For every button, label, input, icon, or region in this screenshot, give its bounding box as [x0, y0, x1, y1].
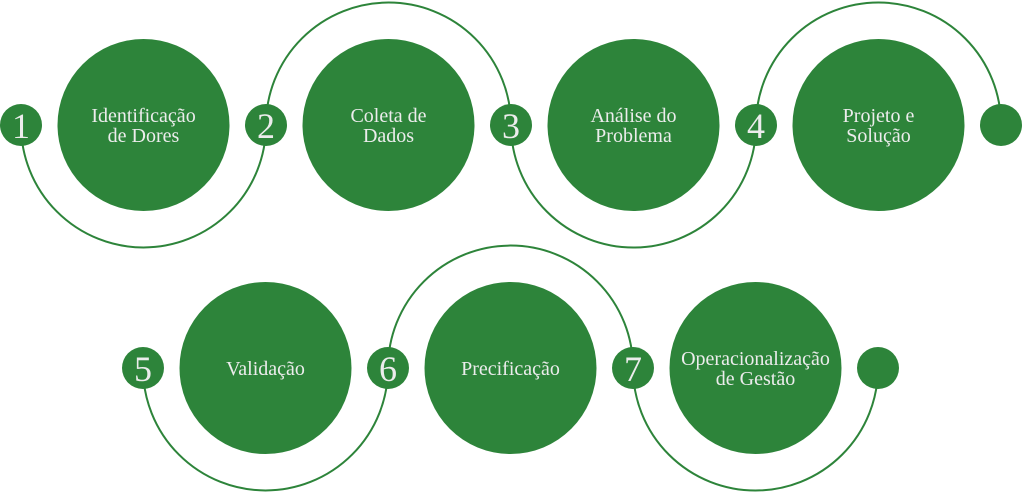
step-circle — [57, 39, 230, 211]
step-label: Identificação — [91, 105, 195, 127]
step-number: 6 — [379, 349, 397, 389]
connector-arc — [755, 1, 1002, 126]
step-number: 4 — [747, 106, 765, 146]
step-number-badge — [245, 104, 287, 146]
end-dot — [857, 347, 899, 389]
step-number-badge — [0, 104, 42, 146]
step-label: Operacionalização — [681, 348, 830, 370]
step-circle — [179, 282, 352, 454]
step-number: 5 — [134, 349, 152, 389]
step-label: Análise do — [590, 105, 676, 127]
step-label: de Dores — [108, 125, 180, 147]
step-circle — [302, 39, 475, 211]
step-label: Problema — [595, 125, 672, 147]
step-label: Coleta de — [350, 105, 426, 127]
step-label: Dados — [363, 125, 414, 147]
step-6: Precificação 6 — [367, 282, 597, 454]
step-number-badge — [367, 347, 409, 389]
connector-arc — [20, 124, 267, 249]
step-number-badge — [490, 104, 532, 146]
step-label: Solução — [846, 125, 910, 147]
connector-arc — [510, 124, 757, 249]
step-circle — [669, 282, 842, 454]
connector-arc — [265, 1, 512, 126]
step-number-badge — [122, 347, 164, 389]
step-circle — [424, 282, 597, 454]
step-5: Validação 5 — [122, 282, 352, 454]
step-label: de Gestão — [716, 368, 795, 390]
end-dot — [980, 104, 1022, 146]
step-label: Validação — [226, 358, 305, 380]
step-number-badge — [612, 347, 654, 389]
step-number: 3 — [502, 106, 520, 146]
connector-arc — [632, 367, 879, 492]
step-label: Projeto e — [843, 105, 915, 127]
step-label: Precificação — [461, 358, 560, 380]
step-number-badge — [735, 104, 777, 146]
step-circle — [792, 39, 965, 211]
step-number: 1 — [12, 106, 30, 146]
connector-arc — [387, 244, 634, 369]
step-number: 2 — [257, 106, 275, 146]
step-number: 7 — [624, 349, 642, 389]
connector-arc — [142, 367, 389, 492]
step-circle — [547, 39, 720, 211]
